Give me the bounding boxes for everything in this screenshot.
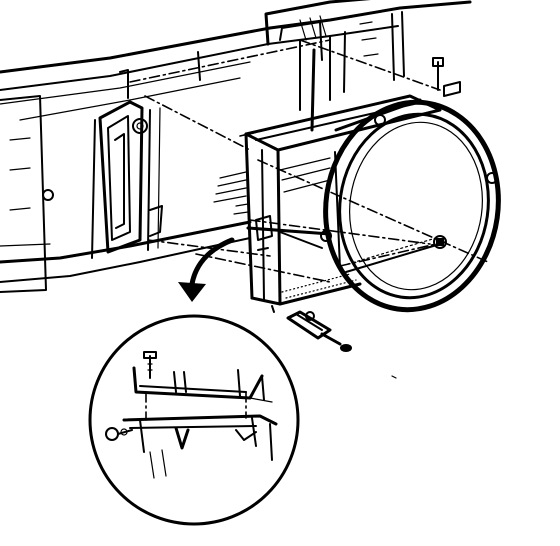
mark [391,375,397,379]
detail-view [88,314,300,526]
fan-shroud [323,98,501,313]
lower-bracket [271,305,352,352]
core-support-frame [0,0,472,293]
callout-arrow [178,237,235,302]
alignment-lines [129,39,489,283]
